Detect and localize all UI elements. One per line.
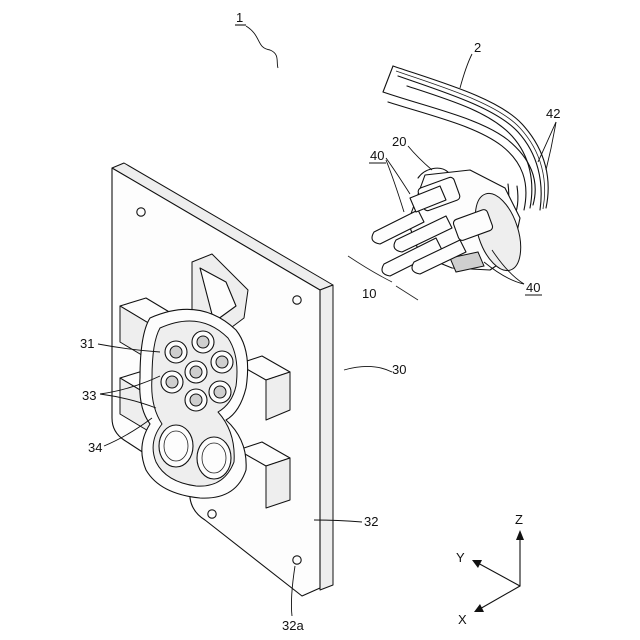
mount-hole-32a xyxy=(293,556,301,564)
axis-x-label: X xyxy=(458,612,467,627)
axis-y-line xyxy=(476,562,520,586)
mount-hole-bottom-left xyxy=(208,510,216,518)
axis-x-line xyxy=(478,586,520,610)
label-40-top: 40 xyxy=(370,148,384,163)
label-1: 1 xyxy=(236,10,243,25)
label-32a: 32a xyxy=(282,618,304,633)
label-31: 31 xyxy=(80,336,94,351)
label-10: 10 xyxy=(362,286,376,301)
mount-hole-top-right xyxy=(293,296,301,304)
axis-y-label: Y xyxy=(456,550,465,565)
label-30: 30 xyxy=(392,362,406,377)
label-20: 20 xyxy=(392,134,406,149)
mount-hole-top-left xyxy=(137,208,145,216)
inlet-face xyxy=(140,309,248,498)
label-33: 33 xyxy=(82,388,96,403)
label-40-bottom: 40 xyxy=(526,280,540,295)
label-2: 2 xyxy=(474,40,481,55)
label-32: 32 xyxy=(364,514,378,529)
label-34: 34 xyxy=(88,440,102,455)
axis-z-arrow xyxy=(516,530,524,540)
axis-z-label: Z xyxy=(515,512,523,527)
label-42: 42 xyxy=(546,106,560,121)
coordinate-axes: Z Y X xyxy=(456,512,524,627)
